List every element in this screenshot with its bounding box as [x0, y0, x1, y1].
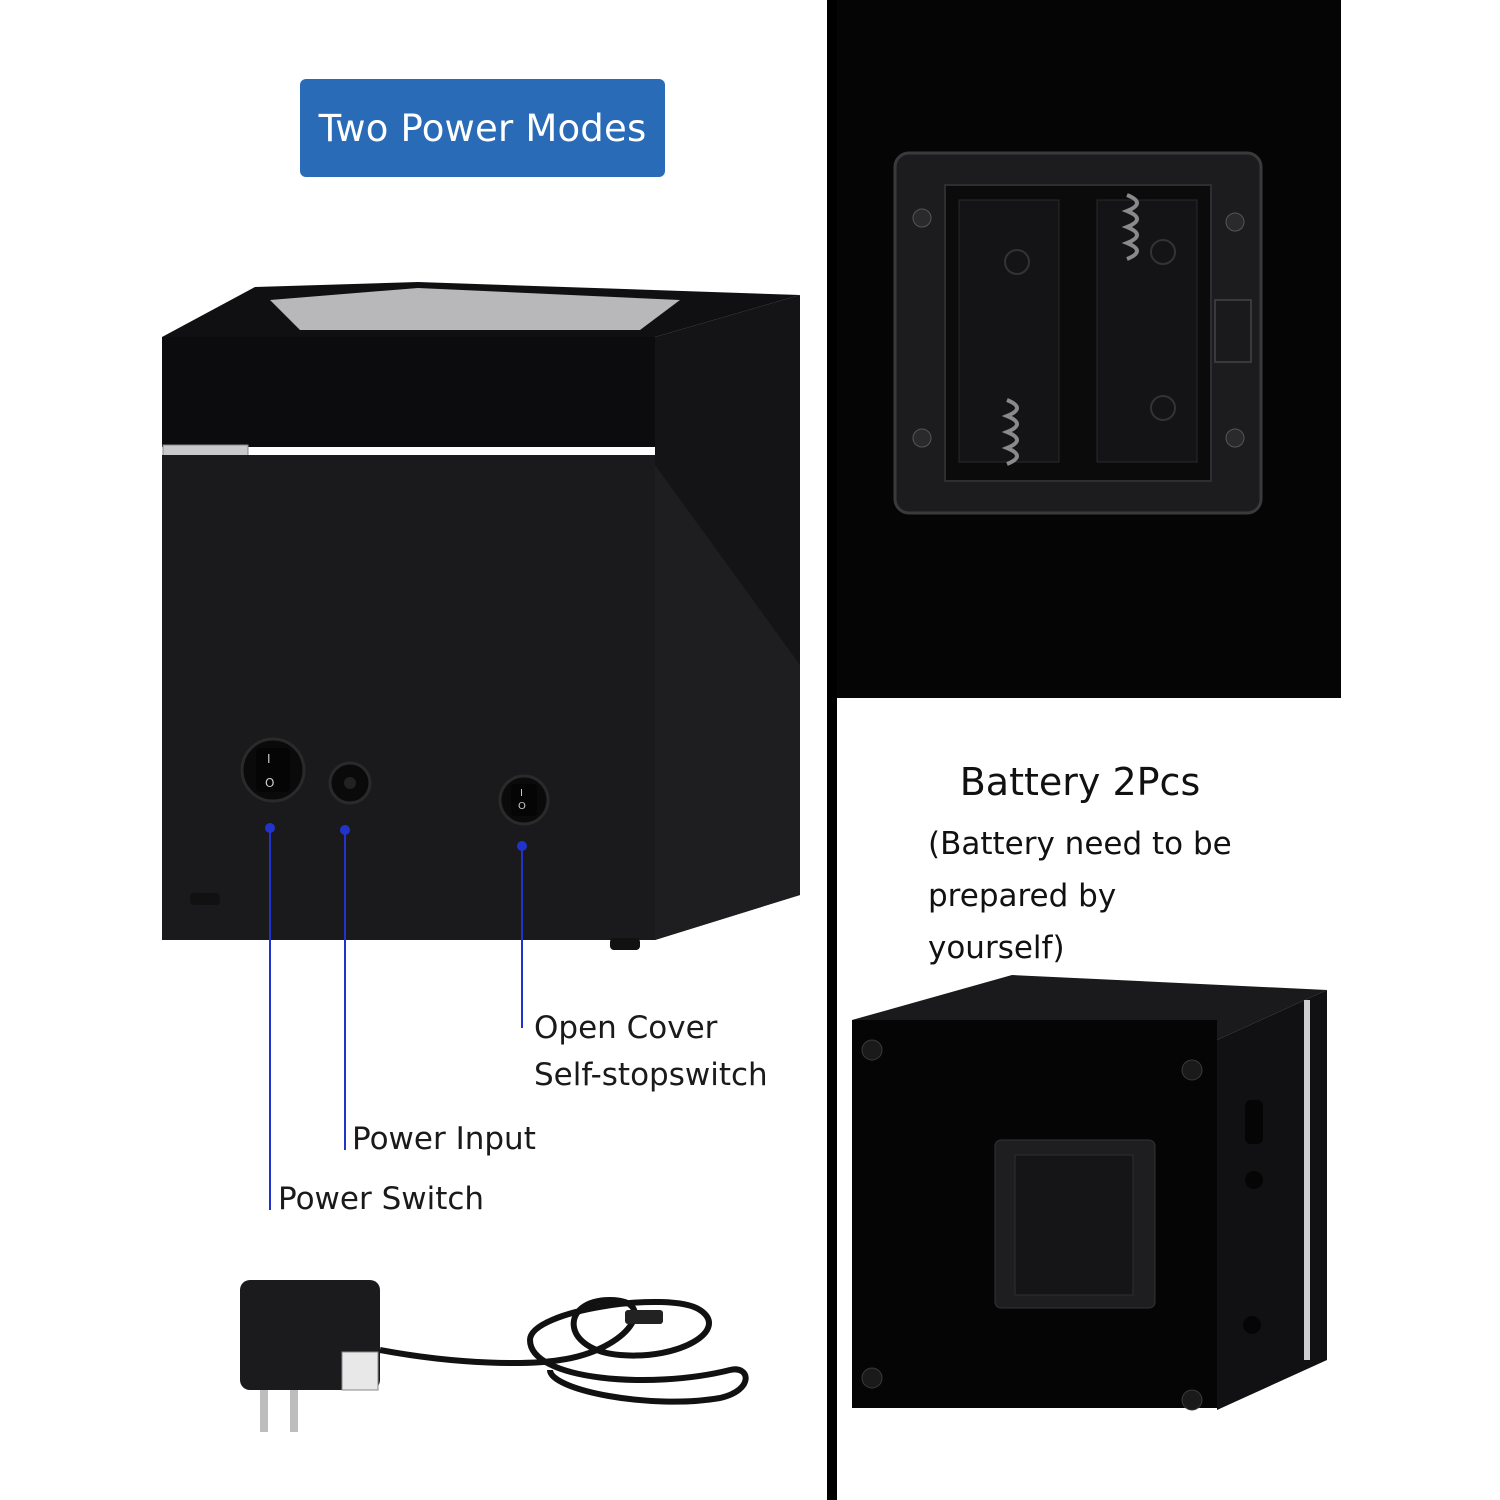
self-stop-off-mark: O	[518, 801, 526, 812]
power-input-label: Power Input	[352, 1121, 536, 1157]
power-switch-off-mark: O	[265, 776, 275, 790]
callout-lines	[265, 823, 527, 1210]
battery-title: Battery 2Pcs	[959, 760, 1201, 804]
title-badge: Two Power Modes	[300, 79, 665, 177]
power-adapter-image	[240, 1280, 749, 1432]
battery-note-line1: (Battery need to be	[928, 826, 1232, 862]
power-switch-on-mark: I	[267, 752, 271, 766]
panel-divider	[827, 0, 837, 1500]
self-stop-on-mark: I	[520, 788, 523, 799]
watch-winder-front-image	[162, 282, 800, 950]
battery-note: (Battery need to be prepared by yourself…	[900, 818, 1260, 974]
power-switch-label: Power Switch	[278, 1181, 485, 1217]
open-cover-label-line1: Open Cover	[534, 1010, 718, 1046]
battery-compartment-image	[893, 151, 1263, 515]
open-cover-label-line2: Self-stopswitch	[534, 1057, 768, 1093]
title-text: Two Power Modes	[318, 106, 647, 150]
battery-note-line2: prepared by yourself)	[928, 878, 1117, 966]
watch-winder-back-image	[852, 975, 1327, 1411]
